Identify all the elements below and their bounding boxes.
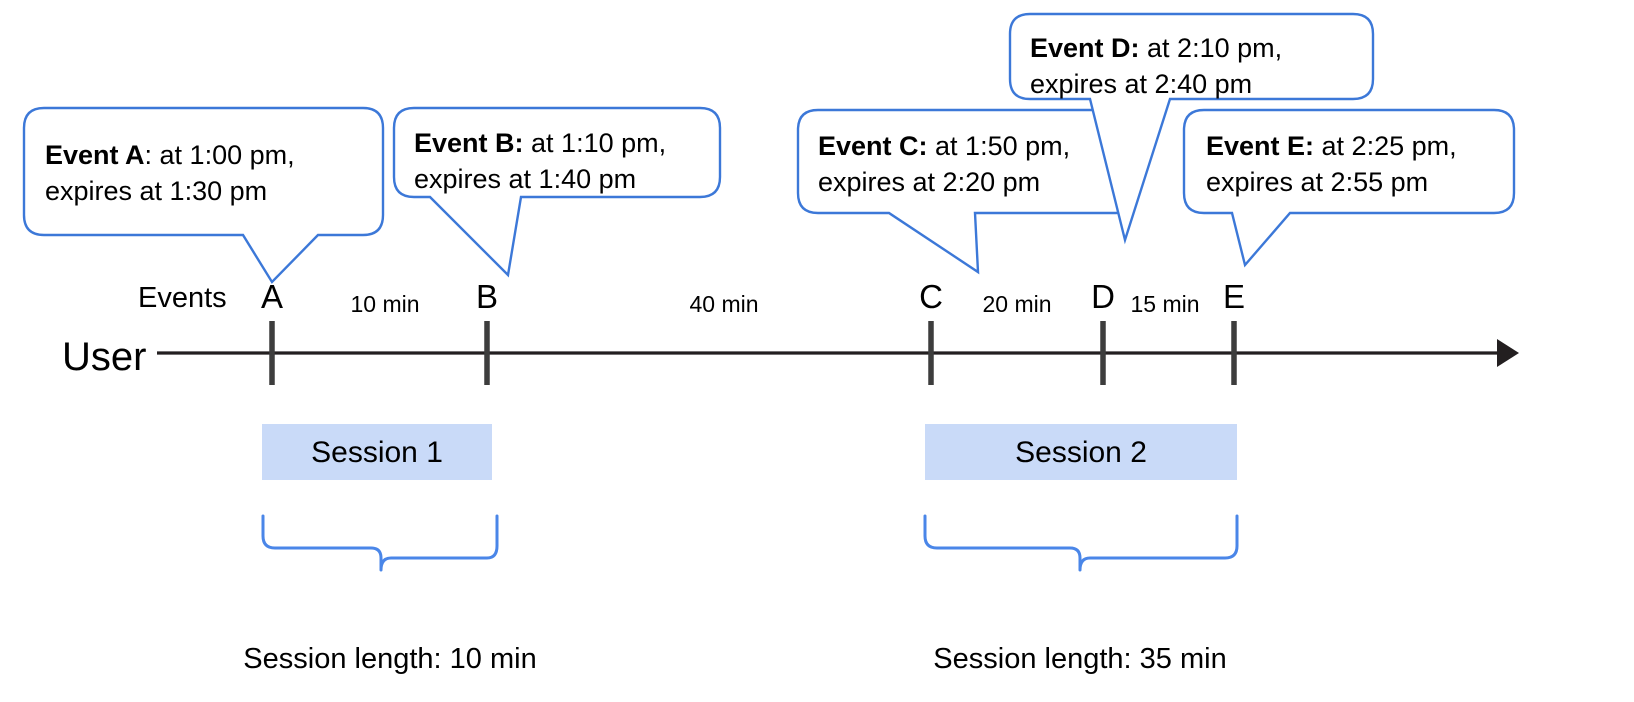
callout-event-a-lead: Event A <box>45 140 145 170</box>
callout-event-d-rest: at 2:10 pm, <box>1140 33 1283 63</box>
session-1-group: Session 1 Session length: 10 min <box>243 424 537 675</box>
callout-event-b: Event B: at 1:10 pm, expires at 1:40 pm <box>392 106 722 278</box>
callout-event-e-rest: at 2:25 pm, <box>1314 131 1457 161</box>
session-2-brace <box>923 514 1239 572</box>
callout-event-e: Event E: at 2:25 pm, expires at 2:55 pm <box>1182 108 1516 268</box>
session-2-bar <box>925 424 1237 480</box>
callout-event-b-lead: Event B: <box>414 128 524 158</box>
callout-event-c-line1: Event C: at 1:50 pm, <box>818 131 1070 161</box>
callout-event-b-bubble <box>392 106 722 278</box>
session-1-label: Session 1 <box>311 436 443 469</box>
gap-label-c-d: 20 min <box>982 291 1051 317</box>
gap-label-b-c: 40 min <box>689 291 758 317</box>
event-letter-e: E <box>1223 278 1245 315</box>
callout-event-a-line2: expires at 1:30 pm <box>45 176 267 206</box>
callout-event-b-line2: expires at 1:40 pm <box>414 164 636 194</box>
user-row-label: User <box>62 335 146 379</box>
session-2-length-label: Session length: 35 min <box>933 643 1226 675</box>
callout-event-d-line1: Event D: at 2:10 pm, <box>1030 33 1282 63</box>
axis-arrowhead <box>1497 339 1519 367</box>
session-2-group: Session 2 Session length: 35 min <box>923 424 1239 675</box>
events-row-label: Events <box>138 282 227 314</box>
callout-event-c-line2: expires at 2:20 pm <box>818 167 1040 197</box>
timeline-axis <box>157 339 1519 367</box>
event-letter-b: B <box>476 278 498 315</box>
callout-event-e-line2: expires at 2:55 pm <box>1206 167 1428 197</box>
callout-event-c-lead: Event C: <box>818 131 928 161</box>
session-1-bar <box>262 424 492 480</box>
callout-event-d: Event D: at 2:10 pm, expires at 2:40 pm <box>1008 12 1375 245</box>
callout-event-b-line1: Event B: at 1:10 pm, <box>414 128 666 158</box>
callout-event-c-rest: at 1:50 pm, <box>928 131 1071 161</box>
callout-event-a-line1: Event A: at 1:00 pm, <box>45 140 295 170</box>
callout-event-b-rest: at 1:10 pm, <box>524 128 667 158</box>
callout-event-e-lead: Event E: <box>1206 131 1314 161</box>
callout-event-d-line2: expires at 2:40 pm <box>1030 69 1252 99</box>
event-letter-c: C <box>919 278 943 315</box>
session-1-brace <box>261 514 499 572</box>
callout-event-a-rest: : at 1:00 pm, <box>145 140 295 170</box>
callout-event-d-lead: Event D: <box>1030 33 1140 63</box>
gap-label-a-b: 10 min <box>350 291 419 317</box>
callout-event-a-bubble <box>22 106 385 284</box>
callout-event-a: Event A: at 1:00 pm, expires at 1:30 pm <box>22 106 385 284</box>
session-2-label: Session 2 <box>1015 436 1147 469</box>
session-1-length-label: Session length: 10 min <box>243 643 536 675</box>
event-letter-d: D <box>1091 278 1115 315</box>
gap-label-d-e: 15 min <box>1130 291 1199 317</box>
event-letter-a: A <box>261 278 283 315</box>
callout-event-d-bubble <box>1008 12 1375 245</box>
callout-event-e-bubble <box>1182 108 1516 268</box>
callout-event-e-line1: Event E: at 2:25 pm, <box>1206 131 1457 161</box>
callout-event-c: Event C: at 1:50 pm, expires at 2:20 pm <box>796 108 1138 275</box>
